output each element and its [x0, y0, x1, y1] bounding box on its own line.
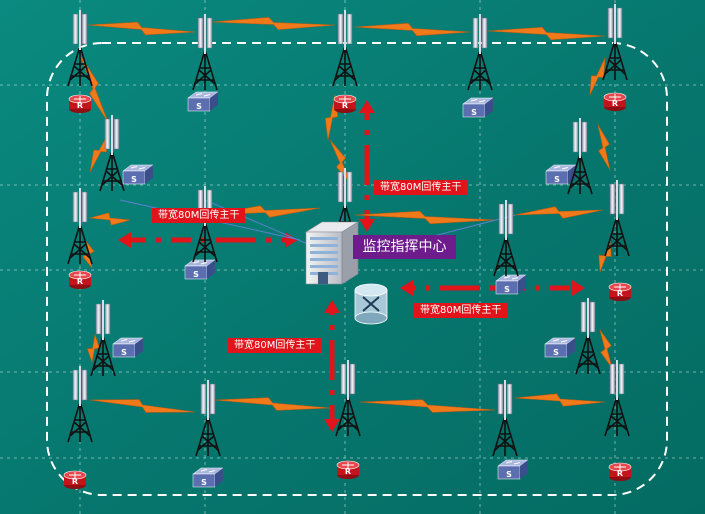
switch-letter: S: [196, 102, 202, 111]
backhaul-arrow: [359, 165, 375, 232]
core-switch: [354, 283, 388, 325]
router-letter: R: [77, 277, 83, 286]
base-station-tower: [575, 298, 601, 375]
base-station-tower: [604, 180, 630, 257]
backhaul-arrow: [400, 280, 460, 296]
switch-letter: S: [193, 270, 199, 279]
router: R: [68, 270, 92, 289]
wireless-link-bolt: [597, 124, 611, 171]
router-letter: R: [342, 101, 348, 110]
router: R: [336, 460, 360, 479]
switch: S: [497, 459, 529, 480]
base-station-tower: [602, 4, 628, 81]
switch: S: [462, 97, 494, 118]
backhaul-label-west: 带宽80M回传主干: [152, 208, 246, 223]
router: R: [68, 94, 92, 113]
switch-letter: S: [506, 470, 512, 479]
switch: S: [187, 91, 219, 112]
switch: S: [184, 259, 216, 280]
switch: S: [122, 164, 154, 185]
router-letter: R: [617, 469, 623, 478]
switch: S: [545, 164, 577, 185]
router: R: [608, 462, 632, 481]
base-station-tower: [67, 366, 93, 443]
switch-letter: S: [131, 175, 137, 184]
wireless-link-bolt: [514, 393, 606, 407]
base-station-tower: [192, 14, 218, 91]
wireless-link-bolt: [354, 22, 471, 37]
wireless-link-bolt: [211, 17, 336, 30]
wireless-link-bolt: [214, 397, 331, 411]
base-station-tower: [492, 380, 518, 457]
wireless-link-bolt: [209, 205, 321, 218]
base-station-tower: [493, 200, 519, 277]
router-letter: R: [612, 99, 618, 108]
wireless-link-bolt: [487, 26, 606, 41]
switch-letter: S: [554, 175, 560, 184]
base-station-tower: [332, 10, 358, 87]
switch-letter: S: [201, 478, 207, 487]
base-station-tower: [99, 115, 125, 192]
wireless-link-bolt: [359, 399, 496, 413]
command-center-label: 监控指挥中心: [353, 235, 456, 259]
backhaul-arrow: [324, 300, 340, 360]
switch-letter: S: [121, 348, 127, 357]
backhaul-arrow: [118, 232, 236, 248]
switch: S: [544, 337, 576, 358]
router: R: [608, 282, 632, 301]
backhaul-arrow: [359, 100, 375, 165]
coverage-boundary: [46, 42, 668, 496]
base-station-tower: [335, 360, 361, 437]
router-letter: R: [77, 101, 83, 110]
base-station-tower: [467, 14, 493, 91]
wired-link: [204, 199, 311, 246]
router-letter: R: [72, 477, 78, 486]
base-station-tower: [67, 188, 93, 265]
base-station-tower: [195, 380, 221, 457]
backhaul-label-east: 带宽80M回传主干: [414, 303, 508, 318]
wireless-link-bolt: [87, 21, 196, 36]
switch-letter: S: [471, 108, 477, 117]
switch-letter: S: [504, 285, 510, 294]
switch: S: [495, 274, 527, 295]
router-letter: R: [617, 289, 623, 298]
router-letter: R: [345, 467, 351, 476]
switch: S: [192, 467, 224, 488]
backhaul-label-north: 带宽80M回传主干: [374, 180, 468, 195]
switch-letter: S: [553, 348, 559, 357]
base-station-tower: [67, 10, 93, 87]
base-station-tower: [604, 360, 630, 437]
backhaul-label-south: 带宽80M回传主干: [228, 338, 322, 353]
router: R: [603, 92, 627, 111]
wireless-link-bolt: [89, 399, 196, 413]
base-station-tower: [192, 186, 218, 263]
router: R: [333, 94, 357, 113]
router: R: [63, 470, 87, 489]
wireless-link-bolt: [514, 206, 604, 219]
base-station-tower: [90, 300, 116, 377]
wireless-link-bolt: [89, 212, 131, 226]
backhaul-arrow: [324, 360, 340, 432]
base-station-tower: [567, 118, 593, 195]
switch: S: [112, 337, 144, 358]
